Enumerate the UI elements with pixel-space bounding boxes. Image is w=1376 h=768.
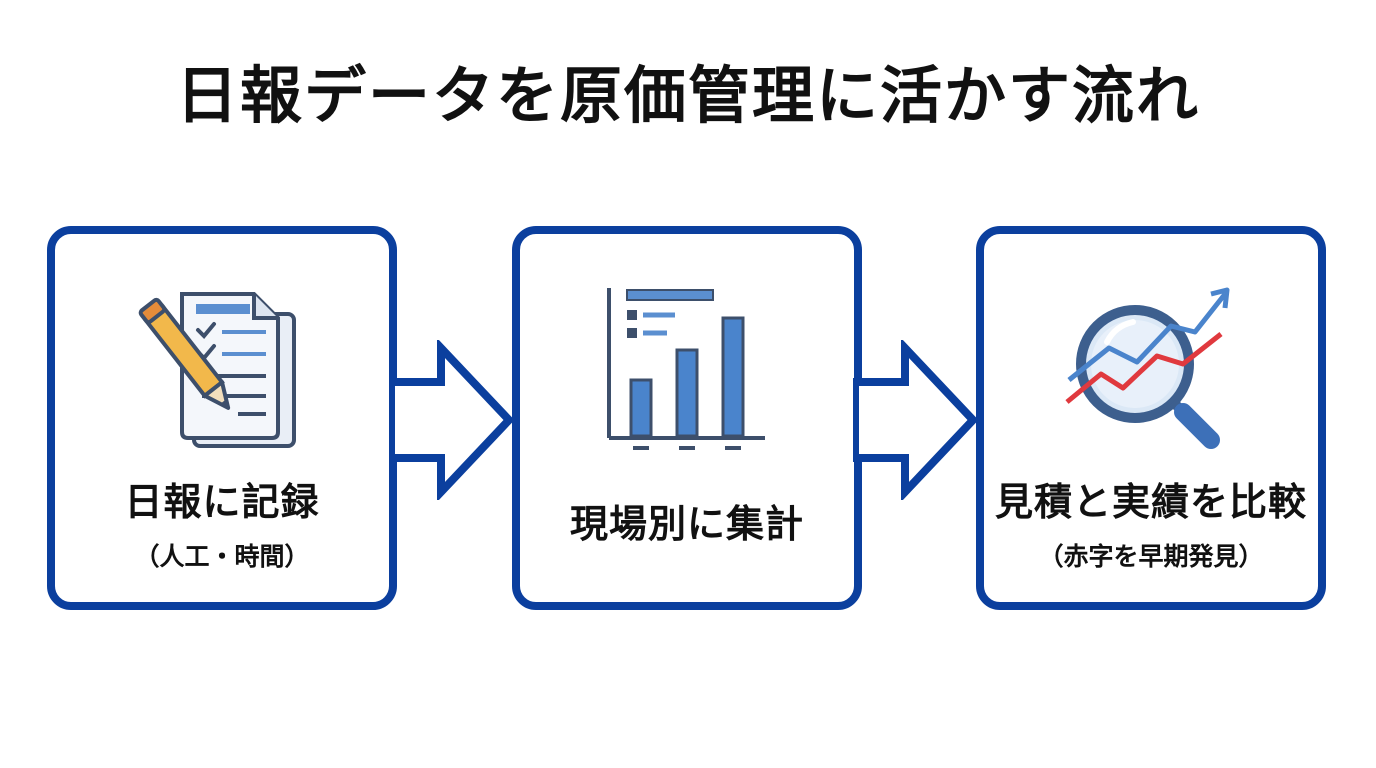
step-label: 日報に記録 — [124, 480, 320, 524]
step-sublabel: （人工・時間） — [134, 542, 310, 571]
step-label: 現場別に集計 — [569, 502, 804, 546]
page-title: 日報データを原価管理に活かす流れ — [175, 59, 1200, 132]
step-sublabel: （赤字を早期発見） — [1038, 542, 1264, 571]
step-card-record: 日報に記録 （人工・時間） — [47, 226, 397, 610]
step-card-compare: 見積と実績を比較 （赤字を早期発見） — [976, 226, 1326, 610]
step-card-aggregate: 現場別に集計 — [512, 226, 862, 610]
document-pencil-icon — [55, 280, 389, 460]
bar-chart-icon — [520, 280, 854, 460]
right-arrow-icon — [853, 340, 979, 500]
right-arrow-icon — [389, 340, 515, 500]
step-label: 見積と実績を比較 — [994, 480, 1307, 524]
magnifier-trend-icon — [984, 280, 1318, 460]
